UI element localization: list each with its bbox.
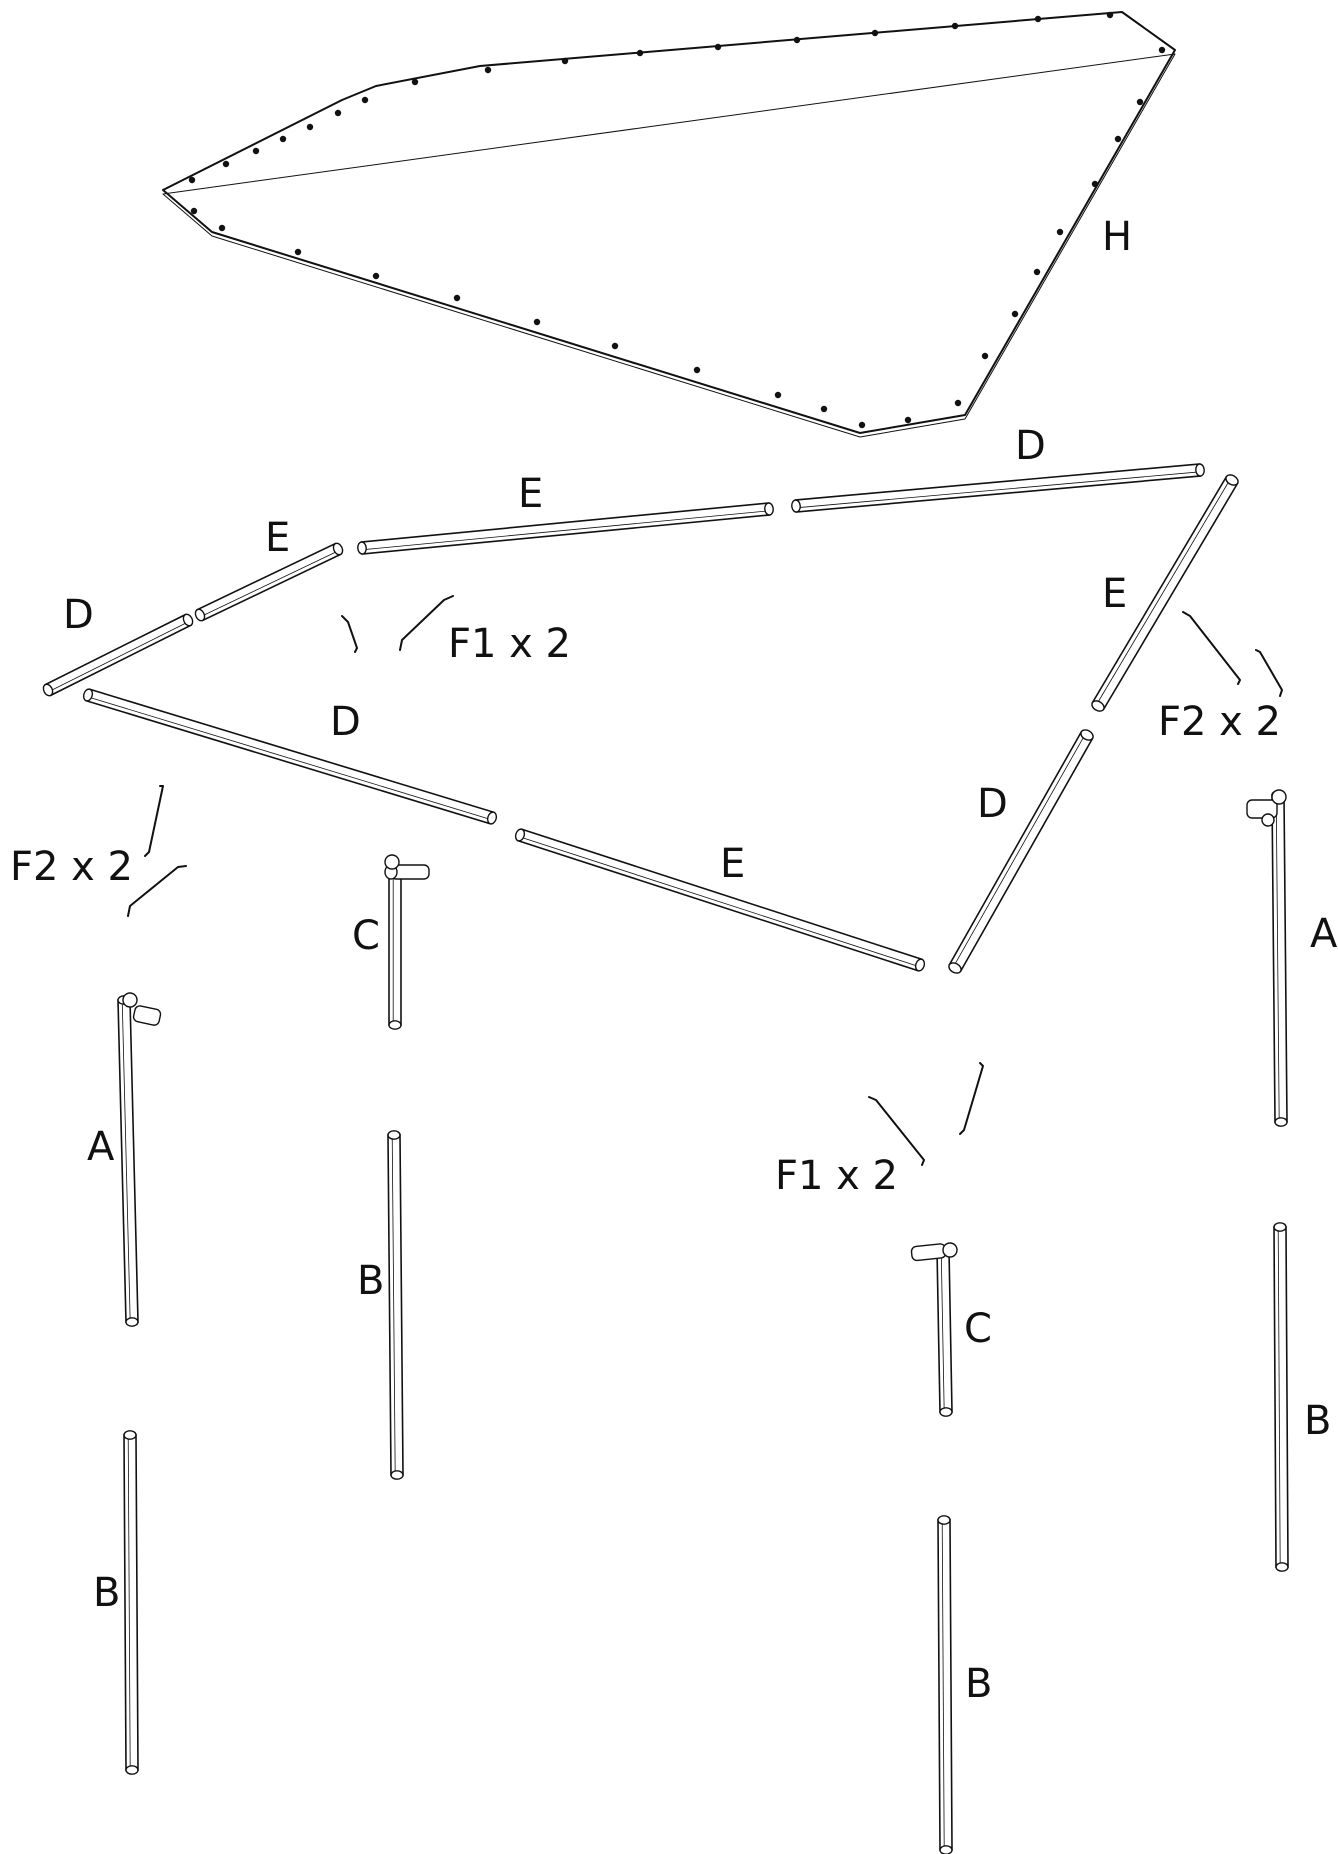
leg-b-right-low: [937, 1515, 953, 1854]
brace-f2-left-b: [127, 865, 187, 917]
brace-f2-right-a: [1182, 611, 1241, 685]
label-leg-a-left: A: [87, 1124, 115, 1170]
rail-e-top-left: [194, 542, 344, 622]
rail-e-right: [1091, 474, 1239, 712]
label-leg-a-right: A: [1310, 911, 1338, 957]
label-leg-b-left-mid: B: [357, 1258, 384, 1304]
label-brace-f1-bottom: F1 x 2: [775, 1153, 898, 1199]
leg-c-left: [388, 865, 402, 1030]
label-cover-h: H: [1102, 214, 1132, 260]
rail-d-left: [42, 613, 194, 697]
fitting-leg-c-left: [384, 854, 430, 880]
label-leg-b-right: B: [1304, 1398, 1331, 1444]
brace-f1-bottom-b: [959, 1062, 984, 1135]
label-rail-e-front: E: [720, 841, 745, 887]
rail-d-top-right: [791, 463, 1205, 513]
grommets: [188, 11, 1166, 429]
brace-f2-left-a: [144, 785, 164, 857]
label-leg-b-right-low: B: [965, 1661, 992, 1707]
leg-a-left: [117, 995, 139, 1327]
leg-a-right: [1271, 790, 1288, 1127]
rail-d-front-right: [948, 729, 1094, 974]
leg-b-left-low: [123, 1430, 139, 1775]
label-rail-d-front-left: D: [330, 699, 361, 745]
leg-b-left-mid: [387, 1130, 404, 1480]
brace-f1-top-a: [341, 615, 358, 653]
fitting-leg-a-left: [122, 992, 162, 1026]
label-rail-d-front-right: D: [977, 781, 1008, 827]
leg-c-right: [936, 1245, 953, 1417]
leg-b-right: [1273, 1222, 1289, 1572]
label-brace-f1-top: F1 x 2: [448, 621, 571, 667]
label-rail-e-top-left: E: [265, 515, 290, 561]
brace-f1-top-b: [399, 595, 454, 651]
label-leg-c-right: C: [964, 1306, 992, 1352]
label-brace-f2-left: F2 x 2: [10, 844, 133, 890]
label-leg-c-left: C: [352, 913, 380, 959]
cover-panel-h: [162, 11, 1176, 438]
part-labels: H D E E D F1 x 2 E F2 x 2 D D F2 x 2 E C…: [10, 214, 1338, 1707]
rail-d-front-left: [82, 688, 498, 825]
label-rail-e-top-mid: E: [518, 471, 543, 517]
brace-f1-bottom-a: [868, 1096, 925, 1166]
rail-e-top-mid: [357, 502, 774, 555]
rail-e-front: [514, 828, 926, 972]
label-brace-f2-right: F2 x 2: [1158, 699, 1281, 745]
corner-fittings: [122, 789, 1287, 1262]
label-rail-e-right: E: [1102, 571, 1127, 617]
fitting-leg-c-right: [910, 1242, 958, 1262]
label-rail-d-left: D: [63, 592, 94, 638]
label-leg-b-left-low: B: [93, 1570, 120, 1616]
tubes-layer: [42, 463, 1289, 1854]
fitting-leg-a-right: [1246, 789, 1287, 827]
brace-f2-right-b: [1255, 649, 1283, 697]
label-rail-d-top-right: D: [1015, 423, 1046, 469]
